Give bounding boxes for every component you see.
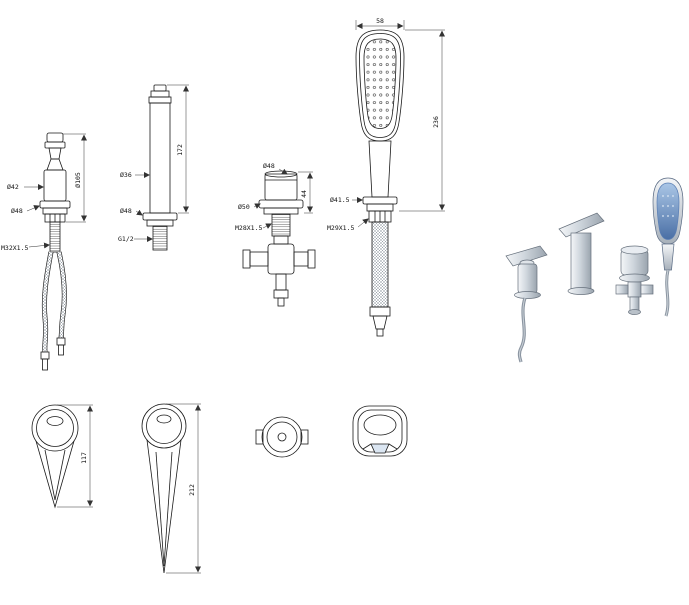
diverter-knob-diameter-label: Ø48 xyxy=(263,162,275,170)
spout-height-label: 172 xyxy=(176,144,184,156)
diverter-dimensions: Ø48 Ø50 M28X1.5 44 xyxy=(235,162,313,232)
render-spout-top xyxy=(558,212,605,238)
render-handle xyxy=(505,245,548,363)
spout-column-diameter-label: Ø36 xyxy=(120,171,132,179)
handshower-thread-label: M29X1.5 xyxy=(327,224,354,232)
spout-base-diameter-label: Ø48 xyxy=(120,207,132,215)
handle-dimensions: Ø42 Ø48 M32X1.5 Ø105 xyxy=(1,133,87,252)
handle-supply-hose-left xyxy=(40,251,54,371)
bracket-top-view xyxy=(352,405,408,457)
handshower-head-outline xyxy=(355,29,405,142)
handshower-hose xyxy=(371,221,389,308)
handle-top-view xyxy=(31,404,79,509)
render-handshower-face xyxy=(656,182,680,240)
handle-front-view xyxy=(39,132,71,371)
spout-top-view-length-label: 212 xyxy=(188,484,196,496)
diverter-thread-label: M28X1.5 xyxy=(235,224,262,232)
diverter-front-view xyxy=(242,170,316,307)
handle-overall-dimension-label: Ø105 xyxy=(74,172,82,188)
handle-body-diameter-label: Ø42 xyxy=(7,183,19,191)
handshower-front-view xyxy=(355,29,405,337)
diverter-base-diameter-label: Ø50 xyxy=(238,203,250,211)
spout-front-view xyxy=(142,84,178,251)
diverter-top-view xyxy=(255,416,309,458)
handshower-spray-face xyxy=(363,38,397,129)
render-handshower xyxy=(652,177,684,317)
spout-dimensions: Ø36 Ø48 G1/2 172 xyxy=(118,84,189,243)
handshower-dimensions: 58 236 Ø41.5 M29X1.5 xyxy=(327,17,445,232)
handle-top-view-length-label: 117 xyxy=(80,452,88,464)
spout-thread-label: G1/2 xyxy=(118,235,134,243)
handle-base-diameter-label: Ø48 xyxy=(11,207,23,215)
handle-threaded-shank xyxy=(49,221,61,253)
handshower-height-label: 236 xyxy=(432,116,440,128)
spout-threaded-shank xyxy=(152,225,168,251)
handle-thread-label: M32X1.5 xyxy=(1,244,28,252)
handshower-head-width-label: 58 xyxy=(376,17,384,25)
spout-top-view xyxy=(141,403,187,574)
handshower-flange-diameter-label: Ø41.5 xyxy=(330,196,350,204)
diverter-threaded-shank xyxy=(271,213,291,237)
render-spout xyxy=(558,212,605,295)
diverter-knob-height-label: 44 xyxy=(300,190,308,198)
render-handle-lever xyxy=(505,245,548,267)
handle-top-view-dimensions: 117 xyxy=(57,404,93,508)
handle-supply-hose-right xyxy=(56,251,67,356)
spout-top-view-dimensions: 212 xyxy=(166,403,201,574)
render-diverter xyxy=(615,245,654,315)
